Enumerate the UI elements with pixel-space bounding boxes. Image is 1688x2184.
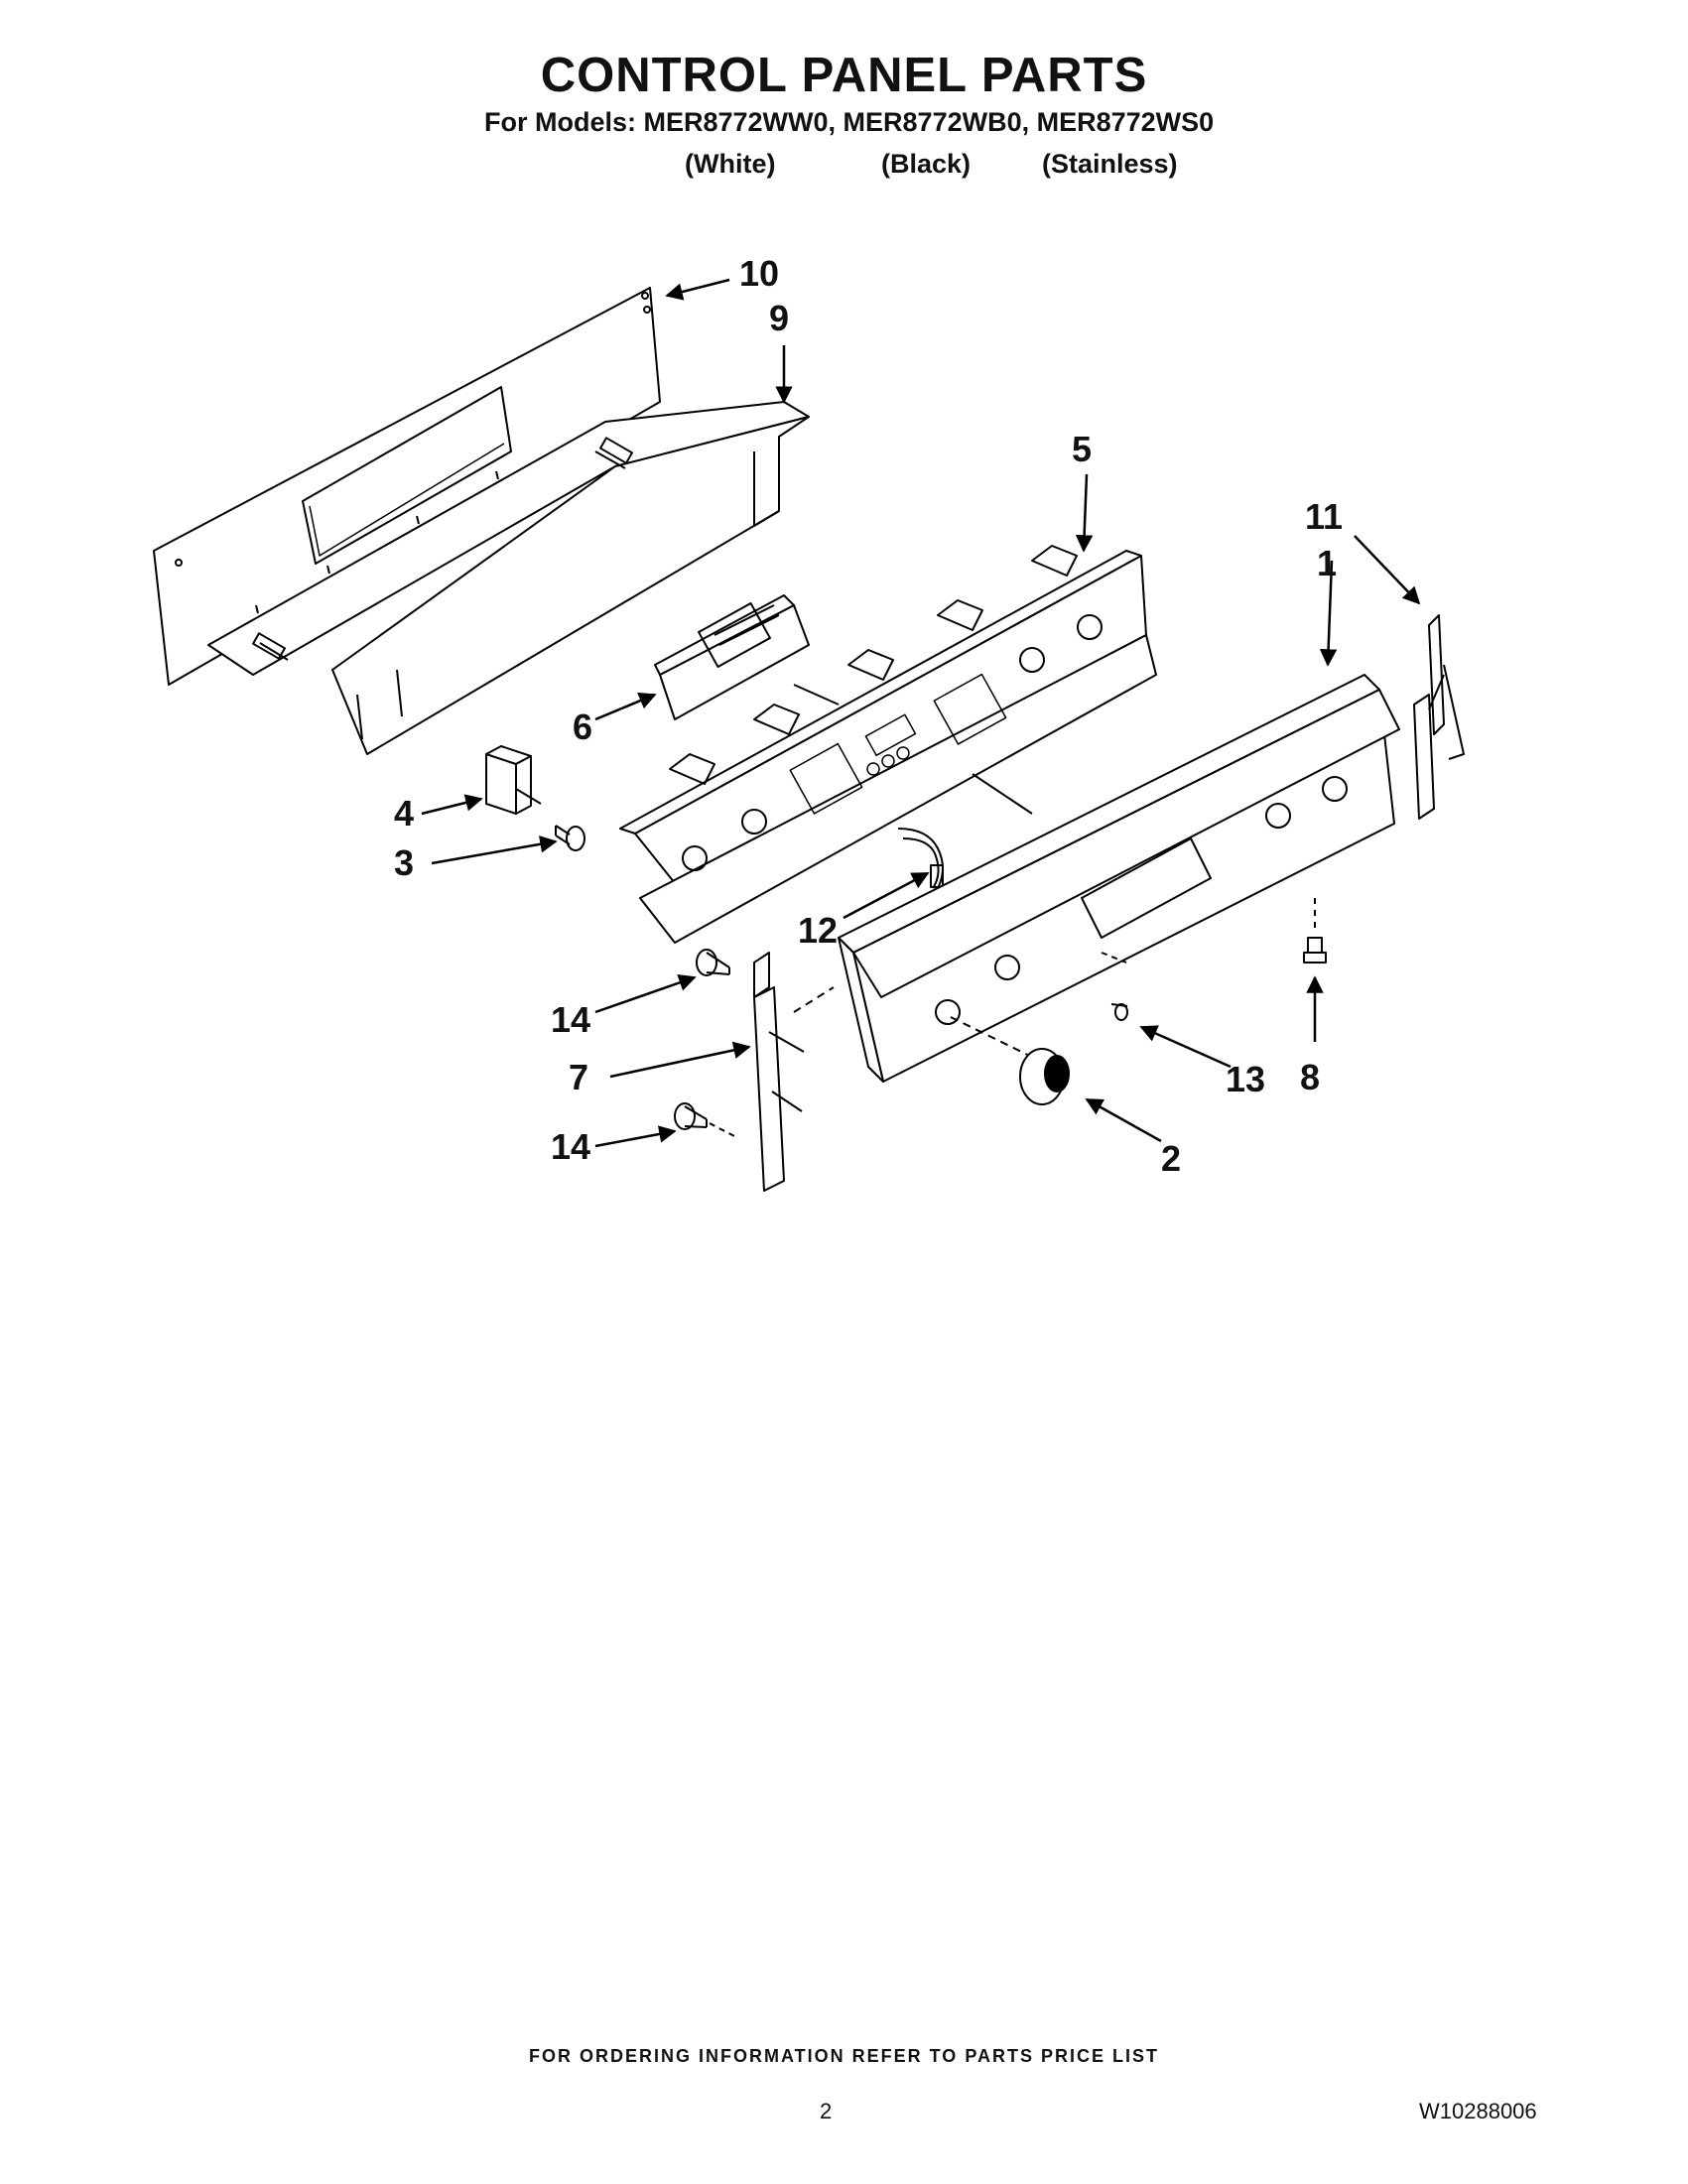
part-11-right-endcap <box>1413 614 1465 820</box>
callout-12: 12 <box>798 910 838 951</box>
part-13-screw <box>1110 1003 1128 1021</box>
callout-11: 11 <box>1305 496 1343 537</box>
variant-white: (White) <box>685 149 776 179</box>
callout-13: 13 <box>1226 1059 1265 1099</box>
part-14-screw-upper <box>696 949 730 976</box>
page-number: 2 <box>820 2099 833 2123</box>
part-14-screw-lower <box>674 1102 735 1137</box>
leader-arrows <box>421 278 1421 1148</box>
callout-7: 7 <box>569 1057 588 1097</box>
page-title: CONTROL PANEL PARTS <box>540 49 1148 102</box>
callout-8: 8 <box>1300 1057 1320 1097</box>
callout-14-lower: 14 <box>551 1126 590 1167</box>
callout-3: 3 <box>394 842 414 883</box>
callout-10: 10 <box>739 253 779 294</box>
callout-9: 9 <box>769 298 789 338</box>
part-9-panel-bracket <box>207 401 810 755</box>
variant-stainless: (Stainless) <box>1042 149 1178 179</box>
callout-1: 1 <box>1317 543 1337 583</box>
part-8-screw <box>1303 898 1327 964</box>
callout-4: 4 <box>394 793 414 834</box>
callout-2: 2 <box>1161 1138 1181 1179</box>
models-subtitle: For Models: MER8772WW0, MER8772WB0, MER8… <box>484 107 1215 137</box>
callout-14-upper: 14 <box>551 999 590 1040</box>
part-6-control-board <box>654 594 810 720</box>
callout-5: 5 <box>1072 429 1092 469</box>
part-5-control-panel <box>619 545 1157 944</box>
part-7-left-endcap <box>753 952 835 1192</box>
part-12-wire-harness <box>897 828 944 889</box>
part-10-rear-shield <box>153 287 661 686</box>
callout-6: 6 <box>573 707 592 747</box>
part-3-screw <box>555 825 585 851</box>
part-1-console <box>838 674 1400 1083</box>
variant-black: (Black) <box>881 149 972 179</box>
part-4-infinite-switch <box>485 745 542 815</box>
part-2-knob <box>1019 1048 1070 1105</box>
document-number: W10288006 <box>1419 2099 1537 2123</box>
ordering-info-note: FOR ORDERING INFORMATION REFER TO PARTS … <box>528 2046 1159 2066</box>
